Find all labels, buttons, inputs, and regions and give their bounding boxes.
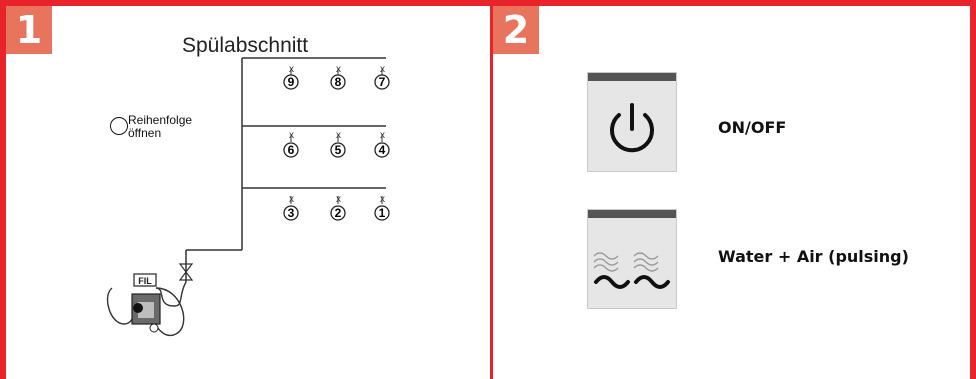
step-1-badge: 1 xyxy=(6,6,52,54)
step-2-panel: 2 ON/OFF Water + Air (pulsing) xyxy=(493,6,970,379)
outlet-8: x8 xyxy=(330,64,346,90)
water-air-pulsing-button[interactable] xyxy=(587,209,677,309)
step-2-badge: 2 xyxy=(493,6,539,54)
outlet-label-6: 6 xyxy=(288,143,295,157)
piping-diagram: x9 x8 x7 x6 x5 x4 x3 x2 x1 FIL xyxy=(106,57,390,337)
outlet-4: x4 xyxy=(374,130,390,158)
open-sequence-label-line1: Reihenfolge xyxy=(128,113,193,127)
outlet-label-3: 3 xyxy=(288,206,295,220)
open-sequence-label-line2: öffnen xyxy=(128,126,162,140)
outlet-label-8: 8 xyxy=(335,75,342,89)
pulse-label: Water + Air (pulsing) xyxy=(718,247,909,266)
outlet-1: x1 xyxy=(374,194,390,221)
onoff-button-bar xyxy=(588,73,676,81)
outlet-label-1: 1 xyxy=(379,206,386,220)
open-sequence-valve-icon xyxy=(110,117,128,135)
outlet-2: x2 xyxy=(330,194,346,221)
main-valve-icon xyxy=(178,263,194,281)
pulse-button-bar xyxy=(588,210,676,218)
outlet-group-mid: x6 x5 x4 xyxy=(283,130,390,158)
outlet-group-bot: x3 x2 x1 xyxy=(283,194,390,221)
outlet-5: x5 xyxy=(330,130,346,158)
outlet-label-4: 4 xyxy=(379,143,386,157)
open-sequence-label: Reihenfolge öffnen xyxy=(128,114,192,140)
step-1-panel: 1 Spülabschnitt Reihenfolge öffnen x9 x8… xyxy=(6,6,490,379)
diagram-title: Spülabschnitt xyxy=(182,34,309,57)
filter-pump-unit-icon: FIL xyxy=(106,273,187,337)
outlet-label-2: 2 xyxy=(335,206,342,220)
outlet-9: x9 xyxy=(283,64,299,90)
water-air-wave-icon xyxy=(593,252,670,289)
outlet-3: x3 xyxy=(283,194,299,221)
outlet-label-7: 7 xyxy=(379,75,386,89)
filter-label: FIL xyxy=(138,276,152,286)
outlet-label-5: 5 xyxy=(335,143,342,157)
outlet-7: x7 xyxy=(374,64,390,90)
outlet-group-top: x9 x8 x7 xyxy=(283,64,390,90)
power-icon xyxy=(610,103,654,153)
onoff-button[interactable] xyxy=(587,72,677,172)
onoff-label: ON/OFF xyxy=(718,118,787,137)
outlet-6: x6 xyxy=(283,130,299,158)
panel-divider xyxy=(490,6,493,379)
outlet-label-9: 9 xyxy=(288,75,295,89)
